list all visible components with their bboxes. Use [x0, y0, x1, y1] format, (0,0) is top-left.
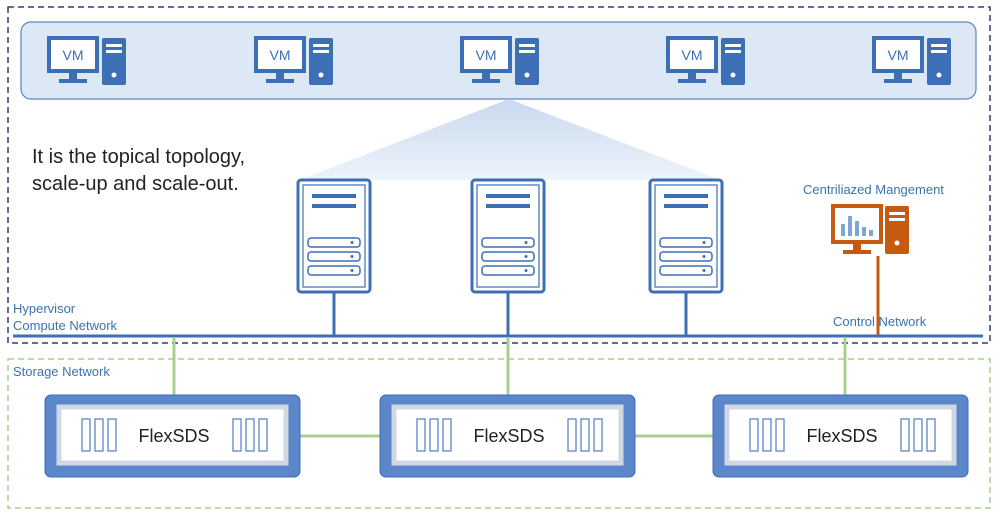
storage-node: FlexSDS [44, 394, 301, 478]
vm-label: VM [476, 47, 497, 63]
description-line-1: It is the topical topology, [32, 146, 245, 168]
server-icon [648, 178, 724, 294]
vm-icon: VM [460, 36, 539, 85]
server-icon [296, 178, 372, 294]
description-line-2: scale-up and scale-out. [32, 173, 239, 195]
storage-network-links [172, 337, 847, 438]
vm-label: VM [270, 47, 291, 63]
server-icon [470, 178, 546, 294]
vm-icon: VM [666, 36, 745, 85]
vm-label: VM [888, 47, 909, 63]
compute-zone-border [7, 6, 991, 344]
vm-label: VM [682, 47, 703, 63]
storage-node: FlexSDS [379, 394, 636, 478]
server-network-links [332, 292, 688, 335]
storage-node-label: FlexSDS [138, 426, 209, 446]
storage-node-label: FlexSDS [806, 426, 877, 446]
storage-network-label: Storage Network [13, 364, 110, 379]
virtualization-fan [300, 99, 720, 180]
storage-zone-border [7, 358, 991, 509]
management-station-icon [831, 204, 909, 254]
management-label: Centriliazed Mangement [803, 182, 944, 197]
vm-icon: VM [47, 36, 126, 85]
compute-network-label: Compute Network [13, 318, 118, 333]
storage-node: FlexSDS [712, 394, 969, 478]
physical-servers [296, 178, 724, 294]
storage-node-label: FlexSDS [473, 426, 544, 446]
storage-nodes: FlexSDS FlexSDS FlexSDS [44, 394, 969, 478]
vm-icon: VM [254, 36, 333, 85]
hypervisor-label: Hypervisor [13, 301, 76, 316]
vm-icon: VM [872, 36, 951, 85]
vm-label: VM [63, 47, 84, 63]
vm-icons: VM VM VM [47, 36, 951, 85]
control-network-label: Control Network [833, 314, 927, 329]
